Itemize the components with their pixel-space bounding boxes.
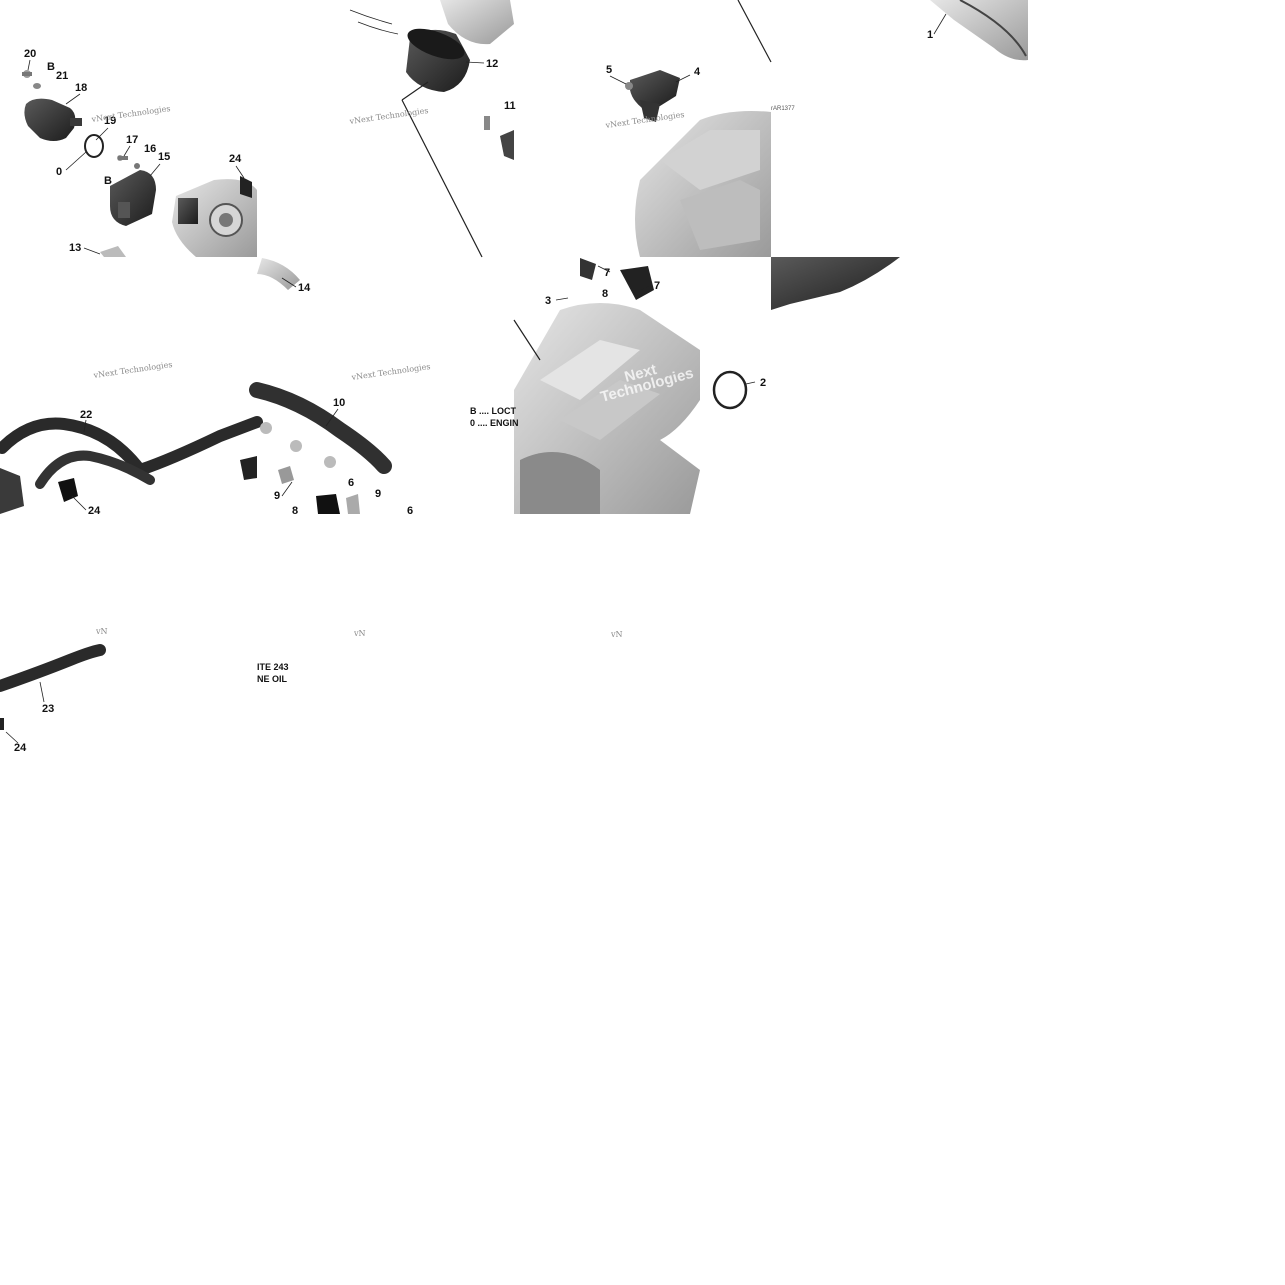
callout-8a: 8 (292, 505, 298, 517)
callout-6b: 6 (407, 505, 413, 517)
callout-19: 19 (104, 115, 116, 127)
legend-engine-oil-2: NE OIL (257, 674, 288, 684)
callout-3: 3 (545, 295, 551, 307)
cover-edge-part (771, 257, 900, 310)
callout-B2: B (104, 175, 112, 187)
callout-16: 16 (144, 143, 156, 155)
map-sensor-part (625, 70, 680, 122)
callout-18: 18 (75, 82, 87, 94)
truncated-mark-2: vN (353, 629, 366, 638)
legend-engine-oil: 0 .... ENGIN (470, 418, 519, 428)
legend-loctite-243: ITE 243 (257, 662, 289, 672)
callout-8b: 8 (602, 288, 608, 300)
callout-14: 14 (298, 282, 311, 294)
intake-coupler-part (349, 0, 514, 258)
callout-1: 1 (927, 29, 933, 41)
legend: B .... LOCT 0 .... ENGIN ITE 243 NE OIL (257, 406, 519, 684)
figure-code: rAR1377 (771, 106, 795, 112)
callout-2: 2 (760, 377, 766, 389)
callout-15: 15 (158, 151, 170, 163)
leader-lines (5, 13, 947, 744)
callout-9b: 9 (375, 488, 381, 500)
callout-7a: 7 (604, 267, 610, 279)
truncated-mark-3: vN (610, 630, 623, 639)
callout-17: 17 (126, 134, 138, 146)
callout-B: B (47, 61, 55, 73)
manifold-cover-part (930, 0, 1028, 61)
callout-24b: 24 (88, 505, 101, 517)
truncated-mark-1: vN (95, 627, 108, 636)
fuel-rail-part (249, 258, 392, 514)
intake-manifold-lower-part (513, 258, 748, 514)
callout-23: 23 (42, 703, 54, 715)
callout-22: 22 (80, 409, 92, 421)
watermark-2: vNext Technologies (348, 106, 429, 126)
callout-12: 12 (486, 58, 498, 70)
callout-21: 21 (56, 70, 68, 82)
small-fasteners (22, 70, 140, 257)
coolant-hose-22-part (0, 416, 263, 514)
callout-labels: 20 B 21 18 19 0 17 16 15 B 24 13 12 11 5… (14, 29, 933, 754)
callout-20: 20 (24, 48, 36, 60)
idle-air-valve-part (24, 98, 104, 158)
callout-10: 10 (333, 397, 345, 409)
callout-4: 4 (694, 66, 701, 78)
throttle-body-part (172, 176, 257, 257)
callout-5: 5 (606, 64, 612, 76)
legend-loctite: B .... LOCT (470, 406, 517, 416)
intake-manifold-upper-part (635, 0, 772, 257)
coolant-hose-23-part (0, 644, 106, 730)
callout-6a: 6 (348, 477, 354, 489)
callout-11: 11 (504, 100, 516, 112)
watermark-1: vNext Technologies (90, 104, 171, 124)
throttle-position-sensor-part (110, 170, 156, 226)
callout-24c: 24 (14, 742, 27, 754)
callout-13: 13 (69, 242, 81, 254)
watermark-4: vNext Technologies (92, 360, 173, 380)
watermark-5: vNext Technologies (350, 362, 431, 382)
callout-7b: 7 (654, 280, 660, 292)
callout-0: 0 (56, 166, 62, 178)
callout-9a: 9 (274, 490, 280, 502)
callout-24a: 24 (229, 153, 242, 165)
